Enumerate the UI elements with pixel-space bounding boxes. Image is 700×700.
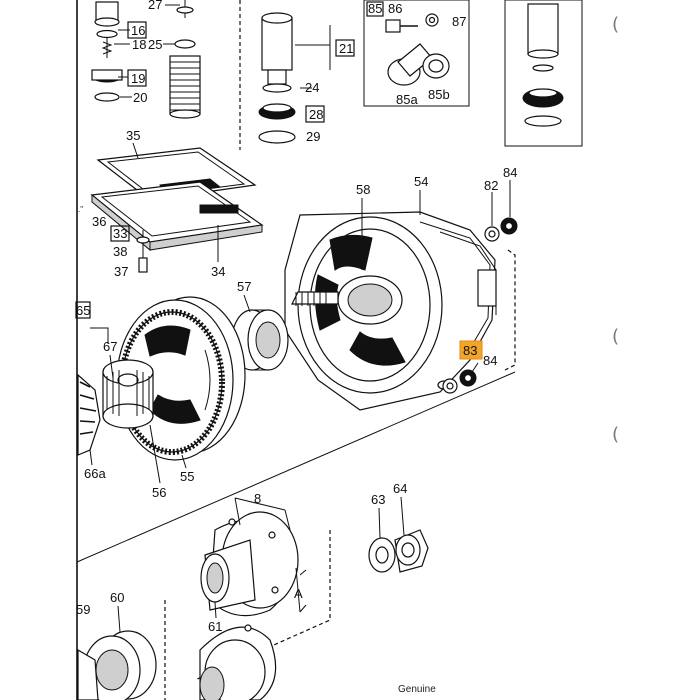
callout-24[interactable]: 24 bbox=[305, 80, 319, 95]
edge-glyph-1: ( bbox=[612, 14, 620, 35]
callout-16[interactable]: 16 bbox=[131, 23, 145, 38]
nut-washer-bottom bbox=[442, 362, 479, 394]
callout-54[interactable]: 54 bbox=[414, 174, 428, 189]
callout-box-28 bbox=[305, 105, 325, 123]
callout-19[interactable]: 19 bbox=[131, 71, 145, 86]
callout-85[interactable]: 85 bbox=[368, 1, 382, 16]
callout-85b[interactable]: 85b bbox=[428, 87, 450, 102]
callout-87[interactable]: 87 bbox=[452, 14, 466, 29]
cover-plate-assembly bbox=[90, 147, 264, 273]
callout-25[interactable]: 25 bbox=[148, 37, 162, 52]
washer-nut-63-64 bbox=[368, 529, 429, 573]
inset-frame-right bbox=[504, 0, 583, 147]
callout-67[interactable]: 67 bbox=[103, 339, 117, 354]
callout-64[interactable]: 64 bbox=[393, 481, 407, 496]
edge-mark: ." bbox=[78, 205, 83, 214]
callout-66a[interactable]: 66a bbox=[84, 466, 106, 481]
callout-83-highlight bbox=[459, 340, 483, 360]
callout-61[interactable]: 61 bbox=[208, 619, 222, 634]
callout-box-19 bbox=[127, 69, 147, 87]
flange-61 bbox=[200, 497, 307, 617]
callout-86[interactable]: 86 bbox=[388, 1, 402, 16]
callout-84-top[interactable]: 84 bbox=[503, 165, 517, 180]
callout-box-33 bbox=[110, 225, 130, 242]
callout-34[interactable]: 34 bbox=[211, 264, 225, 279]
inset-frame-85 bbox=[363, 0, 470, 107]
callout-27[interactable]: 27 bbox=[148, 0, 162, 12]
edge-glyph-3: ( bbox=[612, 424, 620, 445]
callout-35[interactable]: 35 bbox=[126, 128, 140, 143]
callout-65[interactable]: 65 bbox=[76, 303, 90, 318]
callout-57[interactable]: 57 bbox=[237, 279, 251, 294]
callout-60[interactable]: 60 bbox=[110, 590, 124, 605]
callout-box-21 bbox=[335, 39, 355, 57]
callout-33[interactable]: 33 bbox=[113, 226, 127, 241]
callout-84-mid[interactable]: 84 bbox=[483, 353, 497, 368]
callout-58[interactable]: 58 bbox=[356, 182, 370, 197]
planet-carrier-56 bbox=[102, 359, 154, 429]
callout-21[interactable]: 21 bbox=[339, 41, 353, 56]
callout-59[interactable]: 59 bbox=[76, 602, 90, 617]
callout-82[interactable]: 82 bbox=[484, 178, 498, 193]
spring-assembly bbox=[163, 0, 201, 119]
inset-parts-85 bbox=[385, 13, 450, 86]
part-66a bbox=[77, 373, 101, 456]
flange-lower-partial bbox=[199, 624, 277, 700]
callout-A[interactable]: A bbox=[294, 586, 303, 601]
gear-housing bbox=[284, 211, 497, 411]
callout-20[interactable]: 20 bbox=[133, 90, 147, 105]
edge-glyph-2: ( bbox=[612, 326, 620, 347]
callout-box-65 bbox=[75, 301, 91, 319]
nut-washer-top bbox=[484, 180, 518, 242]
callout-box-85 bbox=[366, 1, 384, 17]
callout-18[interactable]: 18 bbox=[132, 37, 146, 52]
callout-box-16 bbox=[127, 21, 147, 39]
callout-63[interactable]: 63 bbox=[371, 492, 385, 507]
callout-28[interactable]: 28 bbox=[309, 107, 323, 122]
footer-genuine-label: Genuine bbox=[398, 684, 436, 695]
callout-55[interactable]: 55 bbox=[180, 469, 194, 484]
callout-85a[interactable]: 85a bbox=[396, 92, 418, 107]
section-line bbox=[76, 371, 516, 563]
piston-assembly bbox=[258, 12, 331, 144]
valve-assembly-left bbox=[91, 1, 132, 102]
bearing-59-60 bbox=[77, 630, 157, 700]
inset-valve-right bbox=[522, 3, 564, 127]
callout-8[interactable]: 8 bbox=[254, 491, 261, 506]
callout-37[interactable]: 37 bbox=[114, 264, 128, 279]
callout-83[interactable]: 83 bbox=[463, 343, 477, 358]
dash-bracket-lower bbox=[194, 530, 331, 681]
callout-29[interactable]: 29 bbox=[306, 129, 320, 144]
callout-36[interactable]: 36 bbox=[92, 214, 106, 229]
callout-56[interactable]: 56 bbox=[152, 485, 166, 500]
callout-38[interactable]: 38 bbox=[113, 244, 127, 259]
